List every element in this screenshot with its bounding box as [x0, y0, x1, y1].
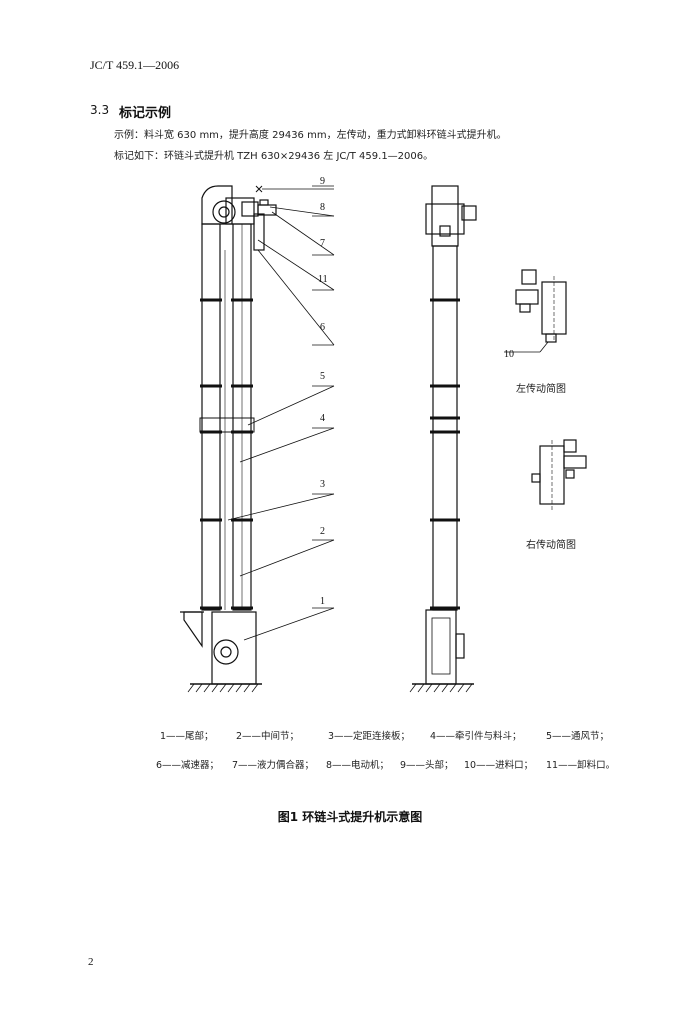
legend-item-4: 4——牵引件与料斗； — [430, 731, 522, 742]
callout-4: 4 — [320, 413, 325, 424]
figure-caption: 图1 环链斗式提升机示意图 — [277, 810, 423, 824]
example-text: 示例：料斗宽 630 mm，提升高度 29436 mm，左传动，重力式卸料环链斗… — [114, 130, 507, 141]
legend-item-8: 8——电动机； — [326, 760, 390, 771]
callout-5: 5 — [320, 371, 325, 382]
legend-item-11: 11——卸料口。 — [546, 760, 616, 771]
left-drive-sketch — [504, 269, 567, 353]
front-elevation — [180, 185, 277, 693]
page-number: 2 — [88, 956, 94, 968]
callout-11: 11 — [318, 274, 328, 285]
right-drive-caption: 右传动简图 — [526, 540, 576, 551]
standard-code-header: JC/T 459.1—2006 — [90, 58, 180, 72]
legend-item-9: 9——头部； — [400, 760, 454, 771]
callout-10: 10 — [504, 349, 514, 360]
legend-item-10: 10——进料口； — [464, 760, 534, 771]
legend-item-3: 3——定距连接板； — [328, 731, 411, 742]
callout-6: 6 — [320, 322, 325, 333]
legend-item-7: 7——液力偶合器； — [232, 760, 315, 771]
legend-item-5: 5——通风节； — [546, 731, 610, 742]
callout-leaders — [227, 185, 335, 641]
section-title: 标记示例 — [119, 106, 172, 121]
legend-item-6: 6——减速器； — [156, 760, 220, 771]
section-number: 3.3 — [90, 103, 110, 117]
callout-3: 3 — [320, 479, 325, 490]
legend-item-2: 2——中间节； — [236, 731, 300, 742]
right-drive-sketch — [531, 439, 587, 510]
callout-9: 9 — [320, 176, 325, 187]
callout-8: 8 — [320, 202, 325, 213]
marking-text: 标记如下：环链斗式提升机 TZH 630×29436 左 JC/T 459.1—… — [114, 151, 434, 162]
legend-item-1: 1——尾部； — [160, 731, 214, 742]
callout-2: 2 — [320, 526, 325, 537]
left-drive-caption: 左传动简图 — [516, 384, 566, 395]
side-elevation — [409, 185, 477, 693]
callout-7: 7 — [320, 238, 325, 249]
callout-1: 1 — [320, 596, 325, 607]
